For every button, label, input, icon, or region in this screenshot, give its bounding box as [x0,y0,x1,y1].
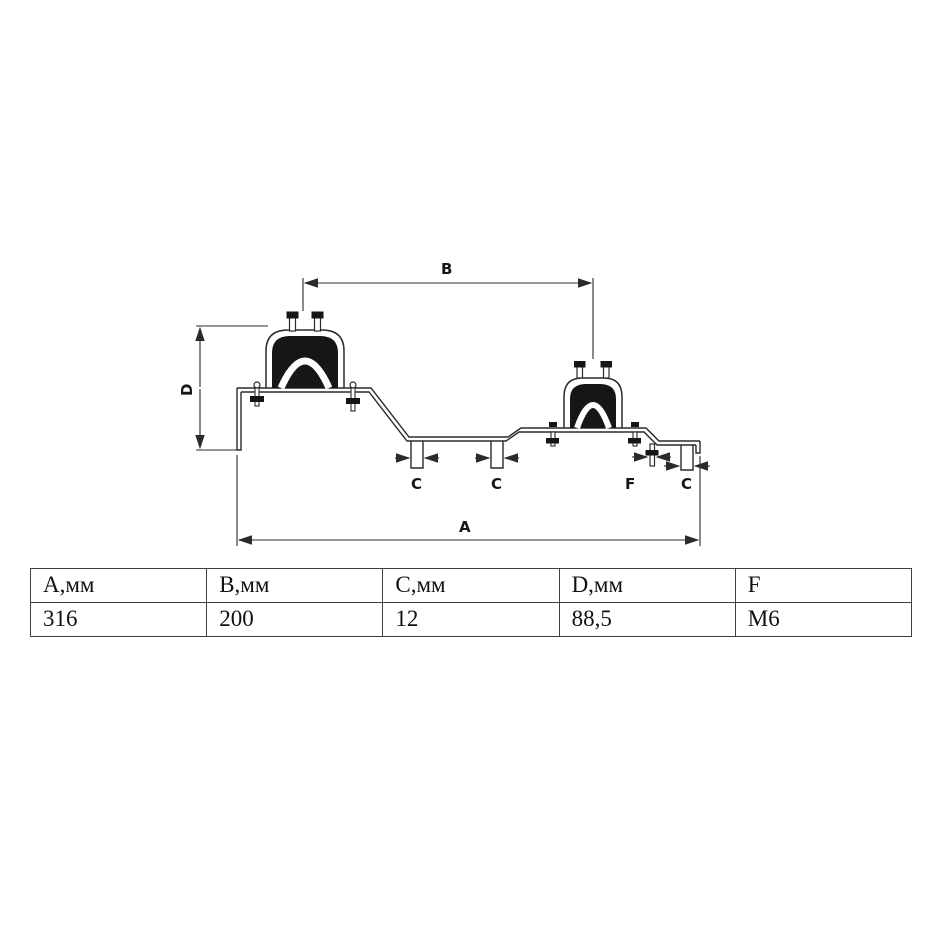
right-clamp-bolt-nut-right [628,438,641,444]
table-header-row: А,мм В,мм С,мм D,мм F [29,568,913,603]
mount-slot-1 [410,441,424,469]
table-header-a: А,мм [29,568,208,603]
dimension-c3-label: C [681,475,692,493]
dimension-d: D [178,325,268,451]
plate-left-leg [236,388,242,451]
left-clamp-nut-left [286,311,299,319]
table-header-f: F [734,568,913,603]
dimension-a-label: A [459,518,471,536]
table-header-c: С,мм [382,568,560,603]
left-clamp-nut-right [311,311,324,319]
dimension-c-slot2: C [475,453,519,493]
dimension-table: А,мм В,мм С,мм D,мм F 316 200 12 88,5 М6 [29,568,913,637]
table-value-f: М6 [734,602,913,637]
right-clamp-nut-left [574,361,586,368]
left-pipe-clamp [250,311,360,412]
mount-slot-2 [490,441,504,469]
table-header-d: D,мм [558,568,736,603]
right-clamp-bolt-head-left [549,422,557,427]
right-pipe-clamp [546,361,641,447]
right-clamp-bolt-nut-left [546,438,559,444]
profile-plate [236,387,701,471]
dimension-f: F [625,452,671,493]
table-value-c: 12 [382,602,560,637]
right-clamp-nut-right [600,361,612,368]
dimension-b: B [302,260,594,359]
dimension-c1-label: C [411,475,422,493]
right-clamp-strap [563,377,623,428]
mount-slot-3 [680,445,694,471]
left-clamp-bolt-nut-left [250,396,264,402]
table-value-d: 88,5 [558,602,736,637]
plate-right-leg [695,441,701,454]
bracket-dimension-drawing: B D A C C [178,260,710,546]
dimension-f-label: F [625,475,635,493]
right-clamp-bolt-head-right [631,422,639,427]
dimension-c-slot1: C [395,453,439,493]
left-clamp-strap [265,329,345,388]
left-clamp-washer-left [253,381,261,389]
stud-bolt-f [645,443,659,467]
table-header-b: В,мм [206,568,384,603]
dimension-a: A [236,455,701,546]
plate-top-surface [237,387,700,442]
dimension-b-label: B [441,260,452,278]
dimension-c-slot3: C [664,461,710,493]
table-value-a: 316 [29,602,208,637]
dimension-d-label: D [178,384,196,396]
table-value-b: 200 [206,602,384,637]
right-clamp-saddle-arch [574,402,612,430]
left-clamp-saddle-arch [277,357,333,390]
left-clamp-bolt-nut-right [346,398,360,404]
left-clamp-washer-right [349,381,357,389]
plate-bottom-surface [241,391,696,446]
dimension-c2-label: C [491,475,502,493]
table-value-row: 316 200 12 88,5 М6 [29,602,913,637]
